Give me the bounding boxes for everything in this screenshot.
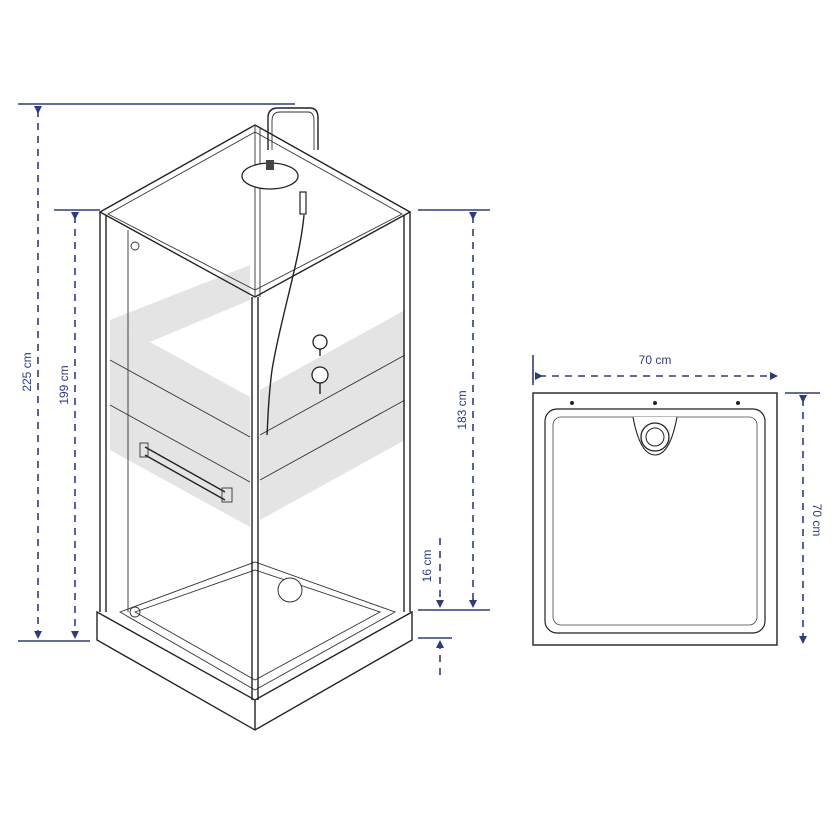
rain-shower [241, 107, 319, 436]
dimension-183 [418, 209, 490, 611]
tray-drain [277, 577, 303, 603]
label-70cm-depth: 70 cm [810, 504, 824, 537]
dimension-16 [418, 538, 452, 675]
label-70cm-width: 70 cm [639, 353, 672, 367]
dimension-199 [54, 209, 100, 639]
label-225cm: 225 cm [20, 352, 34, 391]
label-16cm: 16 cm [420, 550, 434, 583]
door-handle [139, 442, 233, 503]
tray-plan-view [532, 392, 778, 646]
label-183cm: 183 cm [455, 390, 469, 429]
frosted-band-left [110, 320, 250, 527]
label-199cm: 199 cm [57, 365, 71, 404]
frosted-band-right [260, 310, 405, 520]
shower-cabin [96, 107, 413, 731]
shower-mixer [311, 334, 329, 394]
tray-plan-drain [640, 422, 670, 452]
dimension-225 [18, 103, 295, 642]
dimension-tray-depth [785, 392, 820, 644]
dimension-tray-width [532, 355, 778, 385]
